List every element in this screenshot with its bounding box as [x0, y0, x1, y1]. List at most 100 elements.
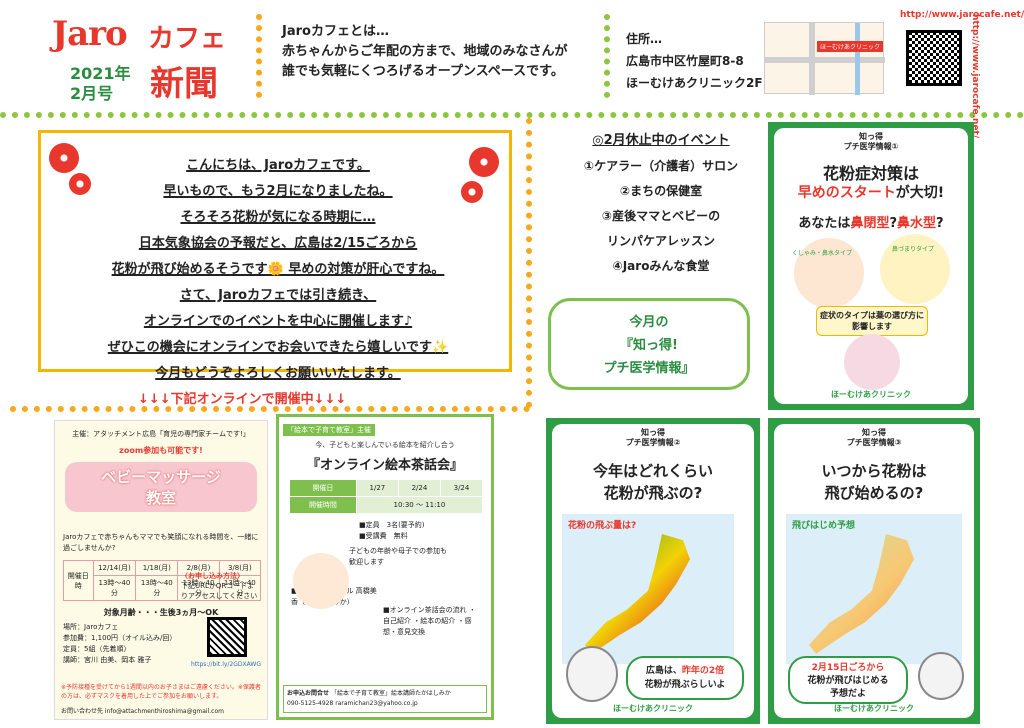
- poster-qr-code[interactable]: [207, 617, 247, 657]
- ehon-date: 1/27: [355, 479, 399, 497]
- poster-instructor: 講師：宮川 由美、岡本 雅子: [63, 656, 152, 664]
- address-line: 広島市中区竹屋町8-8: [626, 54, 744, 68]
- poster-capacity: 定員：5組（先着順）: [63, 645, 131, 653]
- plum-flower-icon: [69, 173, 91, 195]
- masked-person-illustration: [844, 334, 900, 390]
- card-badge: 知っ得 プチ医学情報②: [625, 428, 681, 447]
- ehon-info: ■定員 3名(要予約) ■受講費 無料: [359, 520, 479, 542]
- greeting-line: 早いもので、もう2月になりましたね。: [163, 184, 393, 199]
- website-url[interactable]: http://www.jarocafe.net/: [900, 10, 1024, 20]
- card-heading-rest: が大切!: [895, 185, 945, 201]
- bubble-line: 『知っ得!: [620, 338, 678, 353]
- ehon-organizer: 「絵本で子育て教室」主催: [283, 424, 375, 436]
- greeting-line: ぜひこの機会にオンラインでお会いできたら嬉しいです✨: [107, 340, 449, 355]
- poster-apply: 〈お申し込み方法〉 下記URLかQRコードよりアクセスしてください: [181, 571, 261, 601]
- header-divider-1: [256, 14, 262, 98]
- nasal-block-type: 鼻閉型: [850, 216, 890, 231]
- card-heading-highlight: 早めのスタート: [797, 185, 896, 201]
- poster-title-line: ベビーマッサージ: [101, 468, 221, 486]
- ehon-contact-tel[interactable]: 090-5125-4928: [287, 700, 334, 707]
- poster-link[interactable]: https://bit.ly/2GDXAWG: [190, 661, 261, 668]
- logo-news: 新聞: [150, 64, 218, 104]
- card-heading: 花粉症対策は: [822, 164, 919, 183]
- qr-code[interactable]: [906, 30, 962, 86]
- address-label: 住所…: [626, 32, 663, 46]
- card-heading-2: 飛び始めるの?: [824, 484, 924, 502]
- greeting-line: そろそろ花粉が気になる時期に…: [180, 210, 376, 225]
- rabbit-doctor-illustration: [566, 646, 618, 702]
- greeting-box: こんにちは、Jaroカフェです。 早いもので、もう2月になりましたね。 そろそろ…: [38, 130, 512, 381]
- ehon-date-head: 開催日: [289, 479, 357, 497]
- plum-flower-icon: [49, 143, 79, 173]
- header-bottom-divider: [0, 112, 1024, 118]
- card-badge: 知っ得 プチ医学情報①: [843, 132, 899, 151]
- ehon-title: 『オンライン絵本茶話会』: [306, 458, 463, 473]
- intro-line: 赤ちゃんからご年配の方まで、地域のみなさんが: [282, 44, 568, 59]
- card-heading-2: 花粉が飛ぶの?: [603, 484, 703, 502]
- medical-info-bubble: 今月の 『知っ得! プチ医学情報』: [548, 298, 750, 390]
- access-map: ほーむけあクリニック: [764, 22, 885, 95]
- ehon-time-head: 開催時間: [289, 496, 357, 514]
- ehon-contact-name: 「絵本で子育て教室」絵本講師たかはしみか: [330, 690, 451, 697]
- map-title: 花粉の飛ぶ量は?: [568, 521, 637, 531]
- address-line: ほーむけあクリニック2F: [626, 76, 763, 90]
- ehon-time: 10:30 〜 11:10: [355, 496, 484, 514]
- greeting-line: 花粉が飛び始めるそうです🌼 早めの対策が肝心ですね。: [111, 262, 445, 277]
- center-divider: [526, 118, 532, 408]
- poster-place: 場所：Jaroカフェ: [63, 623, 119, 631]
- card-heading: 今年はどれくらい: [592, 462, 713, 480]
- paused-events: ◎2月休止中のイベント ①ケアラー（介護者）サロン ②まちの保健室 ③産後ママと…: [566, 128, 756, 279]
- map-pin: ほーむけあクリニック: [817, 41, 883, 52]
- poster-notes: ※予防接種を受けてから1週間以内のお子さまはご遠慮ください。※保護者の方は、必ず…: [61, 684, 261, 700]
- paused-event-item: ②まちの保健室: [619, 184, 703, 198]
- medical-card-2[interactable]: 知っ得 プチ医学情報② 今年はどれくらい 花粉が飛ぶの? 花粉の飛ぶ量は? 広島…: [546, 418, 760, 724]
- middle-divider: [10, 406, 530, 412]
- bubble-line: プチ医学情報』: [603, 361, 695, 376]
- schedule-time: 13時〜40分: [177, 575, 220, 601]
- panda-doctor-illustration: [918, 652, 964, 700]
- poster-apply-title: 〈お申し込み方法〉: [181, 572, 244, 580]
- clinic-name: ほーむけあクリニック: [834, 704, 914, 713]
- header-divider-2: [604, 14, 610, 98]
- medical-card-1[interactable]: 知っ得 プチ医学情報① 花粉症対策は 早めのスタートが大切! あなたは鼻閉型?鼻…: [768, 122, 974, 410]
- paused-event-item: リンパケアレッスン: [606, 234, 715, 248]
- medical-card-3[interactable]: 知っ得 プチ医学情報③ いつから花粉は 飛び始めるの? 飛びはじめ予想 2月15…: [768, 418, 980, 724]
- schedule-time: 13時〜40分: [218, 575, 262, 601]
- japan-map-shape: [809, 534, 914, 654]
- poster-details: 場所：Jaroカフェ 参加費：1,100円（オイル込み/回） 定員：5組（先着順…: [63, 622, 181, 666]
- issue-month: 2月号: [70, 84, 114, 103]
- poster-schedule-table: 開催日時 12/14(月) 1/18(月) 2/8(月) 3/8(月) 13時〜…: [63, 560, 262, 601]
- paused-events-title: ◎2月休止中のイベント: [592, 133, 730, 148]
- ehon-poster[interactable]: 「絵本で子育て教室」主催 今、子どもと楽しんでいる絵本を紹介し合う 『オンライン…: [276, 414, 494, 720]
- type-label: 鼻づまりタイプ: [892, 246, 935, 253]
- intro-line: Jaroカフェとは…: [282, 24, 389, 39]
- poster-target: 対象月齢・・・生後3ヵ月〜OK: [103, 608, 219, 617]
- type-label: くしゃみ・鼻水タイプ: [792, 250, 853, 257]
- greeting-line: 日本気象協会の予報だと、広島は2/15ごろから: [138, 236, 418, 251]
- issue-date: 2021年 2月号: [70, 64, 131, 104]
- ehon-date: 2/24: [397, 479, 441, 497]
- schedule-time: 13時〜40分: [135, 575, 179, 601]
- child-reading-photo: [293, 553, 349, 609]
- schedule-time: 13時〜40分: [92, 575, 137, 601]
- poster-apply-text: 下記URLかQRコードよりアクセスしてください: [181, 582, 258, 600]
- type-memo: 症状のタイプは薬の選び方に影響します: [816, 306, 928, 336]
- ehon-contact-mail[interactable]: raramichan23@yahoo.co.jp: [335, 700, 418, 707]
- plum-flower-icon: [469, 147, 499, 177]
- clinic-name: ほーむけあクリニック: [831, 390, 911, 399]
- website-url-vertical: http://www.jarocafe.net/: [970, 14, 980, 139]
- poster-fee: 参加費：1,100円（オイル込み/回）: [63, 634, 177, 642]
- online-events-title: ↓↓↓下記オンラインで開催中↓↓↓: [138, 392, 347, 407]
- ehon-date: 3/24: [439, 479, 484, 497]
- greeting-text: こんにちは、Jaroカフェです。 早いもので、もう2月になりましたね。 そろそろ…: [71, 153, 485, 387]
- baby-massage-poster[interactable]: 主催：アタッチメント広島「育児の専門家チームです!」 zoom参加も可能です! …: [54, 420, 268, 720]
- logo-cafe: カフェ: [148, 24, 227, 54]
- ehon-fee: ■受講費 無料: [359, 532, 408, 540]
- greeting-line: こんにちは、Jaroカフェです。: [186, 158, 370, 173]
- greeting-line: さて、Jaroカフェでは引き続き、: [179, 288, 377, 303]
- card-heading-2: 早めのスタートが大切!: [774, 182, 968, 202]
- intro-text: Jaroカフェとは… 赤ちゃんからご年配の方まで、地域のみなさんが 誰でも気軽に…: [282, 22, 602, 82]
- ehon-contact: お申込お問合せ 「絵本で子育て教室」絵本講師たかはしみか 090-5125-49…: [283, 685, 487, 713]
- greeting-line: 今月もどうぞよろしくお願いいたします。: [155, 366, 401, 381]
- pollen-amount-map: 花粉の飛ぶ量は?: [562, 514, 734, 664]
